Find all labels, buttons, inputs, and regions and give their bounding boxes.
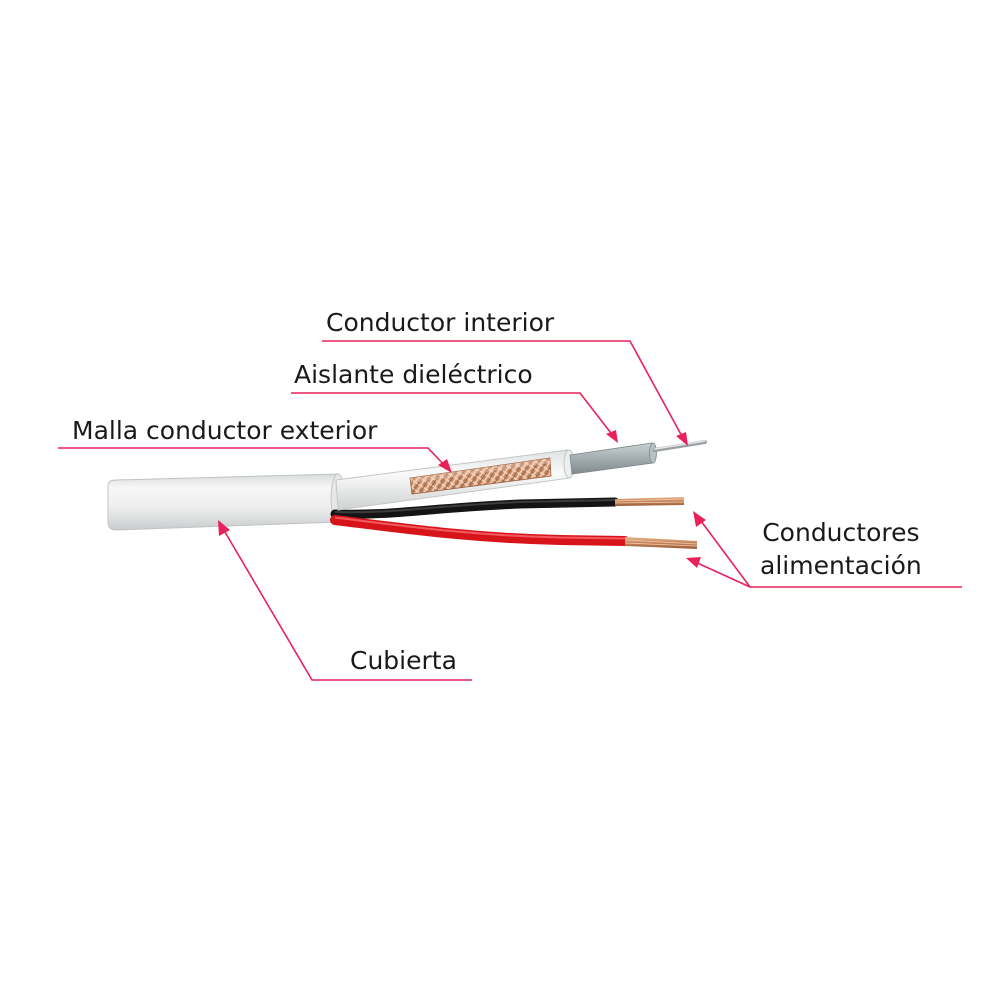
leader-lines	[58, 340, 962, 681]
jacket-shape	[107, 473, 346, 531]
label-power-conductors: Conductores alimentación	[760, 516, 922, 582]
label-dielectric: Aislante dieléctrico	[294, 360, 533, 389]
copper-mesh	[409, 457, 552, 495]
label-power-line1: Conductores	[762, 518, 920, 547]
arrowhead-dielectric	[606, 430, 618, 443]
label-outer-mesh: Malla conductor exterior	[72, 416, 378, 445]
label-inner-conductor: Conductor interior	[326, 308, 555, 337]
label-power-line2: alimentación	[760, 551, 922, 580]
inner-conductor-wire	[653, 440, 707, 452]
power-wires	[330, 497, 698, 549]
dielectric-insulator	[569, 442, 657, 475]
leader-jacket	[221, 526, 472, 681]
arrowhead-jacket	[218, 520, 230, 536]
leader-inner-conductor	[322, 340, 685, 441]
arrowhead-power-bottom	[686, 557, 701, 568]
arrowhead-power-top	[693, 511, 706, 527]
arrowhead-inner-conductor	[676, 432, 688, 446]
label-jacket: Cubierta	[350, 646, 457, 675]
leader-power-bottom	[692, 560, 751, 588]
leader-dielectric	[291, 392, 615, 438]
arrowhead-outer-mesh	[438, 459, 452, 473]
leader-outer-mesh	[58, 447, 448, 469]
